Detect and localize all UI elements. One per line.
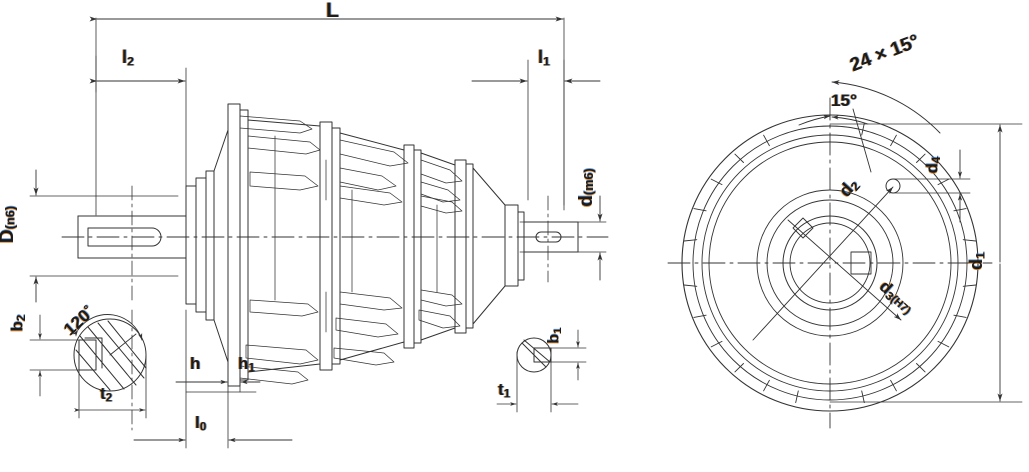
bolt-pattern-arc <box>831 80 941 134</box>
label-l2: l2 <box>122 47 135 69</box>
housing-ribs <box>239 115 463 385</box>
label-b2: b2 <box>7 314 28 332</box>
witness-lines-d1 <box>829 123 1023 403</box>
label-D-n6: D(n6) <box>0 205 18 243</box>
label-l0: l0 <box>195 413 207 434</box>
dimension-d2 <box>752 186 894 341</box>
label-t1: t1 <box>498 380 511 401</box>
dimension-t1 <box>496 351 579 413</box>
dimension-t2 <box>74 347 147 419</box>
witness-lines-d4 <box>892 178 971 194</box>
gearbox-housing <box>185 103 525 387</box>
input-shaft <box>523 221 579 253</box>
label-d1: d1 <box>966 251 988 270</box>
bolt-circle-tick-marks <box>683 122 977 404</box>
label-d4: d4 <box>922 156 943 174</box>
angle-15-arc <box>798 108 872 173</box>
label-d-m6: d(m6) <box>575 168 597 207</box>
dimension-d3 <box>787 219 902 321</box>
witness-lines-left <box>29 17 607 277</box>
centerline-right <box>667 97 993 429</box>
dimension-b1 <box>533 329 587 381</box>
label-h: h <box>190 354 201 373</box>
angle-120-arc <box>72 314 143 356</box>
label-h1: h1 <box>238 354 256 375</box>
label-l1: l1 <box>538 47 551 69</box>
label-L: L <box>326 0 339 22</box>
label-angle-15: 15° <box>831 91 858 110</box>
label-b1: b1 <box>545 327 564 344</box>
label-t2: t2 <box>100 384 113 405</box>
witness-lines-flange <box>185 299 257 449</box>
